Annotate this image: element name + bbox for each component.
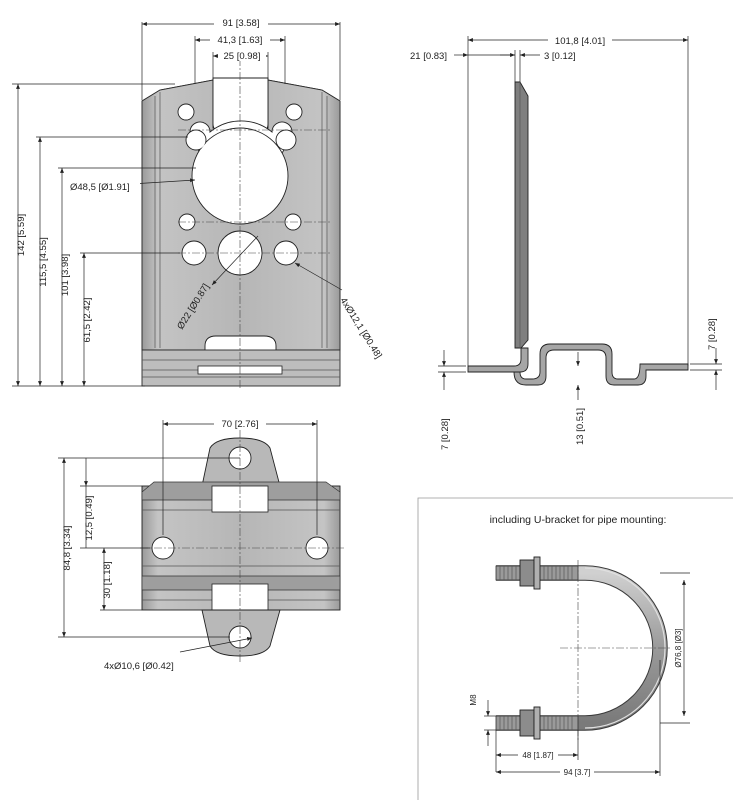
front-bottom-cutout <box>204 335 277 353</box>
side-dim-flange-left: 7 [0.28] <box>440 418 451 450</box>
ubracket-dim-leg: 48 [1.87] <box>522 751 553 760</box>
dim-label-bg <box>218 49 266 61</box>
side-channel <box>513 343 689 386</box>
side-dim-thickness: 3 [0.12] <box>544 51 576 62</box>
dim-label-bg <box>548 34 612 46</box>
side-dim-offset: 21 [0.83] <box>410 51 447 62</box>
side-view: 101,8 [4.01] 21 [0.83] 3 [0.12] 7 [0.28]… <box>410 34 722 450</box>
front-lobe-right <box>275 129 297 151</box>
bottom-dim-holes: 4xØ10,6 [Ø0.42] <box>104 661 174 672</box>
ubracket-dim-total: 94 [3.7] <box>564 768 591 777</box>
front-dim-large-hole: Ø48,5 [Ø1.91] <box>70 182 130 193</box>
ubracket-nut-top <box>519 559 535 587</box>
ubracket-caption: including U-bracket for pipe mounting: <box>490 514 667 526</box>
bottom-view: 70 [2.76] 84,8 [3.34] 12,5 [0.49] 30 [1.… <box>58 417 345 672</box>
front-dim-slot-inner: 25 [0.98] <box>224 51 261 62</box>
ubracket-frame <box>417 497 733 800</box>
dim-label-bg <box>214 16 268 28</box>
ubracket-dim-pipe: Ø76,8 [Ø3] <box>674 628 683 667</box>
bottom-dim-offset: 12,5 [0.49] <box>84 496 95 541</box>
front-dim-height-3: 101 [3.98] <box>60 254 71 296</box>
dim-label-bg <box>518 749 558 760</box>
bottom-dim-hole-spacing: 70 [2.76] <box>222 419 259 430</box>
front-hole-top-left <box>177 103 195 121</box>
side-plate <box>514 81 529 349</box>
front-view: 91 [3.58] 41,3 [1.63] 25 [0.98] 142 [5.5… <box>12 16 384 390</box>
front-dim-small-holes: 4xØ12,1 [Ø0.48] <box>337 296 383 361</box>
ubracket-dim-thread: M8 <box>469 694 478 706</box>
ubracket-nut-bottom <box>519 709 535 737</box>
front-dim-height-total: 142 [5.59] <box>16 214 27 256</box>
leader-bottom-holes <box>179 637 253 653</box>
bottom-rail-bottom <box>141 575 341 591</box>
side-dim-flange-right: 7 [0.28] <box>707 318 718 350</box>
ubracket-washer-bottom <box>533 706 541 740</box>
side-dim-channel: 13 [0.51] <box>575 408 586 445</box>
leader-small-holes <box>294 262 343 291</box>
front-dim-height-2: 115,5 [4.55] <box>38 237 49 286</box>
bottom-dim-channel: 30 [1.18] <box>102 562 113 599</box>
ubracket-panel: including U-bracket for pipe mounting: Ø… <box>417 497 733 800</box>
front-dim-width: 91 [3.58] <box>223 18 260 29</box>
side-dim-depth: 101,8 [4.01] <box>555 36 605 47</box>
dim-label-bg <box>210 33 270 45</box>
dim-label-bg <box>68 180 140 192</box>
ubracket-washer-top <box>533 556 541 590</box>
dim-label-bg <box>560 766 594 777</box>
bottom-dim-height: 84,8 [3.34] <box>62 526 73 571</box>
front-hole-top-right <box>285 103 303 121</box>
side-base-profile <box>467 347 529 373</box>
front-dim-slot-outer: 41,3 [1.63] <box>218 35 263 46</box>
leader-center-hole <box>211 235 259 286</box>
dim-label-bg <box>214 417 266 429</box>
front-dim-height-4: 61,5 [2.42] <box>82 298 93 343</box>
